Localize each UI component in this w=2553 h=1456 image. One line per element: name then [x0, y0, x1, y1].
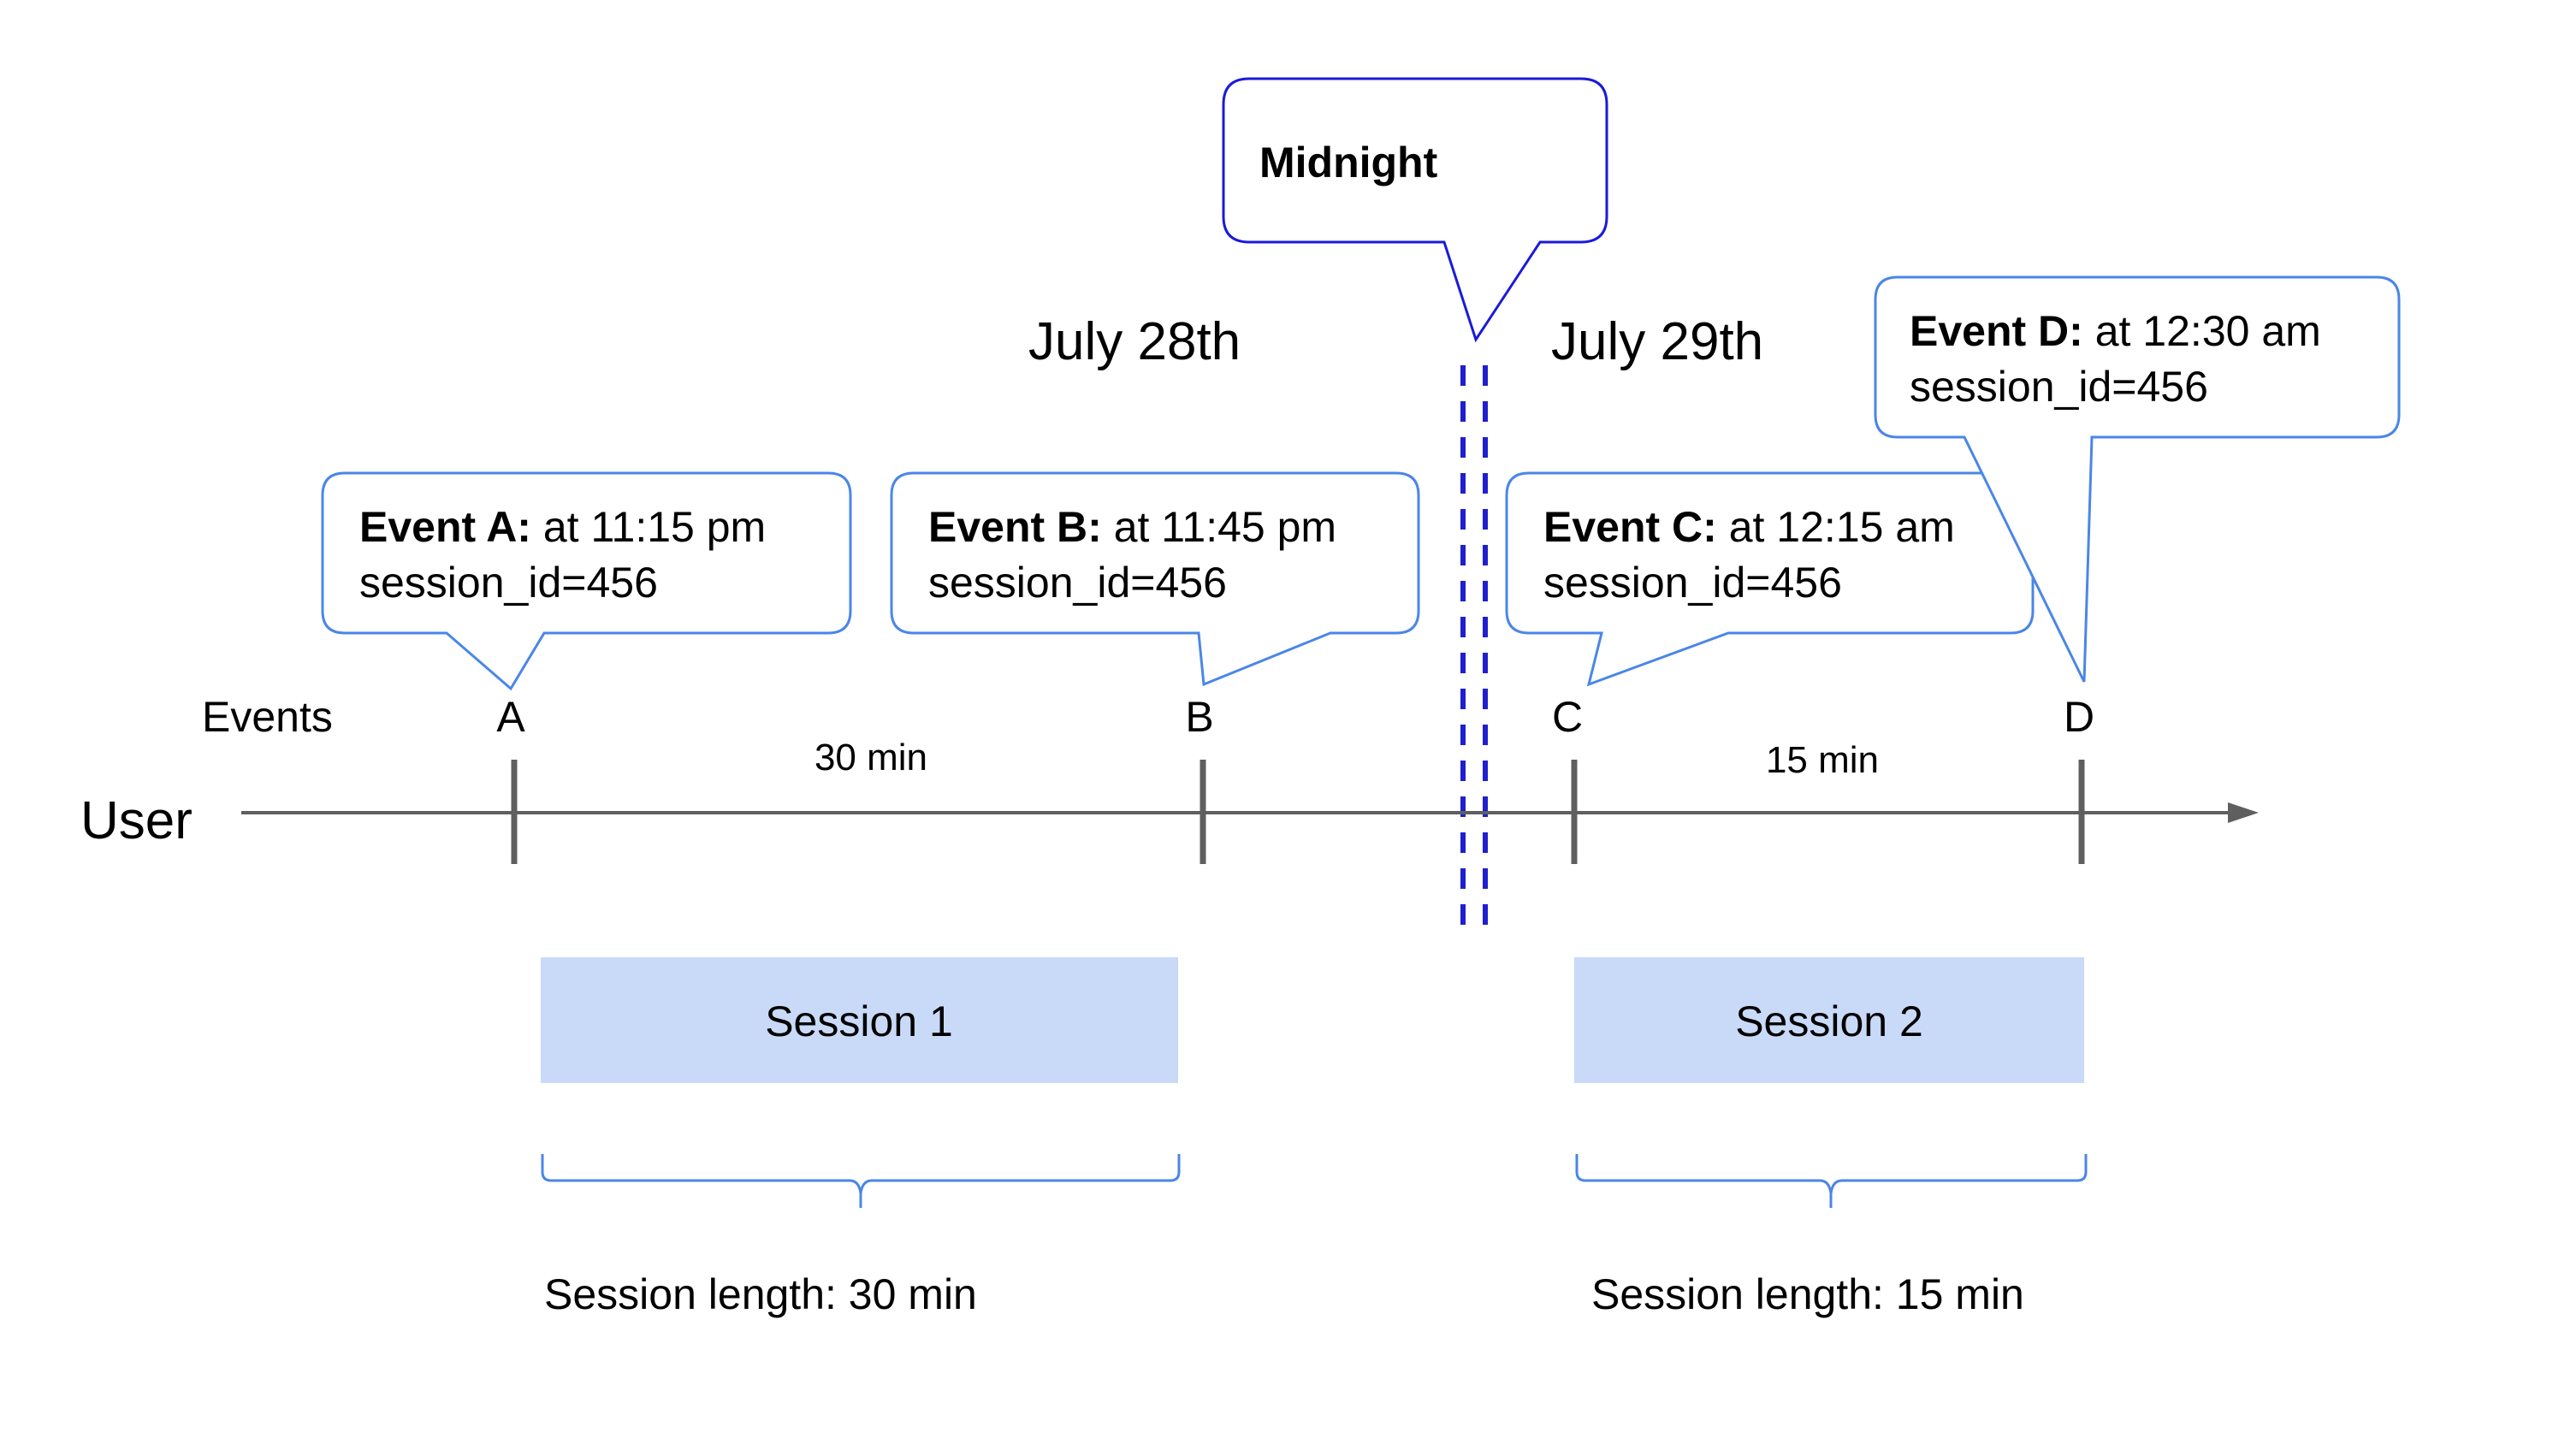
- session-2-length: Session length: 15 min: [1591, 1270, 2024, 1318]
- event-d-bubble: [1874, 275, 2401, 683]
- session-1-brace: [541, 1154, 1181, 1208]
- midnight-line: [1460, 365, 1488, 926]
- user-timeline: [241, 760, 2259, 864]
- session-1-label: Session 1: [765, 997, 953, 1045]
- event-b-title: Event B:: [928, 503, 1102, 551]
- event-d-callout: Event D: at 12:30 am session_id=456: [1874, 275, 2401, 683]
- event-b-bubble: [890, 471, 1420, 687]
- event-c-title: Event C:: [1543, 503, 1717, 551]
- event-letter-b: B: [1185, 693, 1213, 741]
- midnight-callout: Midnight: [1222, 77, 1608, 343]
- event-c-callout: Event C: at 12:15 am session_id=456: [1505, 471, 2035, 687]
- event-b-callout: Event B: at 11:45 pm session_id=456: [890, 471, 1420, 687]
- midnight-bubble: [1222, 77, 1608, 343]
- event-a-session: session_id=456: [359, 559, 658, 607]
- event-letter-a: A: [496, 693, 525, 741]
- event-a-line1: Event A: at 11:15 pm: [359, 503, 766, 551]
- event-c-line1: Event C: at 12:15 am: [1543, 503, 1955, 551]
- event-a-callout: Event A: at 11:15 pm session_id=456: [321, 471, 852, 691]
- event-c-session: session_id=456: [1543, 559, 1842, 607]
- event-a-time: at 11:15 pm: [543, 503, 766, 551]
- midnight-label: Midnight: [1259, 139, 1438, 186]
- timeline-arrowhead: [2228, 802, 2259, 823]
- user-row-label: User: [80, 791, 193, 850]
- gap-label-ab: 30 min: [814, 737, 927, 778]
- event-c-time: at 12:15 am: [1729, 503, 1955, 551]
- event-a-title: Event A:: [359, 503, 531, 551]
- events-row-label: Events: [202, 693, 333, 741]
- event-b-session: session_id=456: [928, 559, 1227, 607]
- date-july-29: July 29th: [1551, 312, 1763, 371]
- session-1-box: [541, 957, 1178, 1083]
- session-2-box: [1574, 957, 2084, 1083]
- event-d-line1: Event D: at 12:30 am: [1910, 307, 2321, 355]
- event-b-line1: Event B: at 11:45 pm: [928, 503, 1336, 551]
- gap-label-cd: 15 min: [1766, 739, 1879, 781]
- event-b-time: at 11:45 pm: [1114, 503, 1336, 551]
- event-a-bubble: [321, 471, 852, 691]
- event-d-title: Event D:: [1910, 307, 2083, 355]
- date-july-28: July 28th: [1028, 312, 1241, 371]
- session-2: Session 2: [1574, 957, 2084, 1083]
- event-d-session: session_id=456: [1910, 363, 2208, 411]
- event-letter-d: D: [2064, 693, 2094, 741]
- event-d-time: at 12:30 am: [2095, 307, 2321, 355]
- event-letter-c: C: [1552, 693, 1583, 741]
- session-1-length: Session length: 30 min: [544, 1270, 977, 1318]
- session-2-label: Session 2: [1735, 997, 1923, 1045]
- session-1: Session 1: [541, 957, 1178, 1083]
- session-2-brace: [1575, 1154, 2088, 1208]
